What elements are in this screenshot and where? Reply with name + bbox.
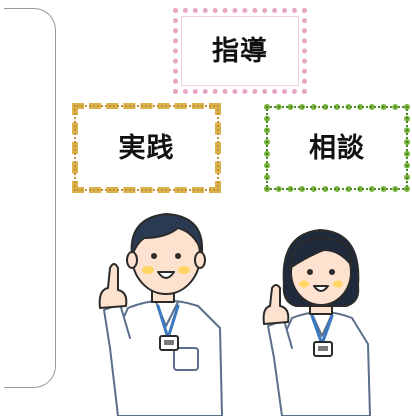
guidance-label: 指導	[212, 35, 268, 67]
female-nurse-icon	[262, 229, 371, 416]
male-nurse-icon	[98, 213, 223, 416]
consultation-frame: 相談	[264, 104, 410, 192]
consultation-label: 相談	[309, 132, 365, 164]
nurses-illustration	[98, 213, 371, 416]
practice-label: 実践	[118, 132, 175, 164]
side-callout-panel	[4, 8, 56, 388]
guidance-frame: 指導	[173, 8, 307, 94]
practice-frame: 実践	[72, 103, 221, 193]
